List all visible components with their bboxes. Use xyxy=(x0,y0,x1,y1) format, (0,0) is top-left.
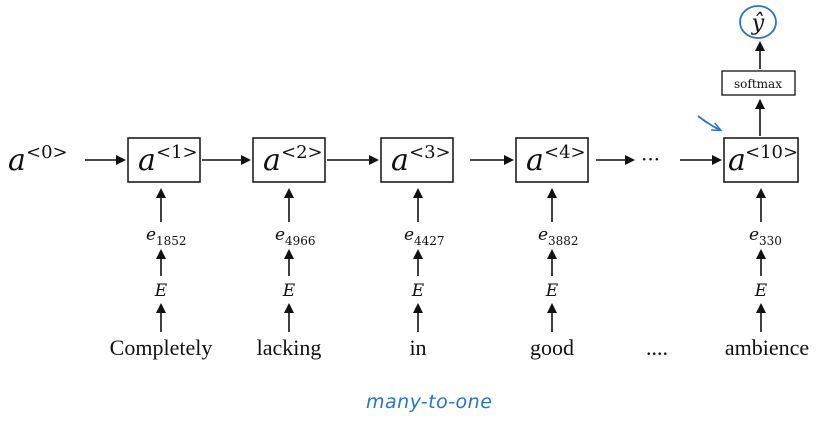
embedding-10: e 330 xyxy=(749,225,782,248)
pen-pointer-mark xyxy=(697,115,720,130)
embedding-10-subscript: 330 xyxy=(759,234,782,248)
embedding-1-base: e xyxy=(146,225,156,245)
embedding-4-base: e xyxy=(538,225,548,245)
cell-1-superscript: <1> xyxy=(156,142,198,163)
cell-3-base: a xyxy=(391,143,409,178)
embedding-3-base: e xyxy=(404,225,414,245)
embedding-2-subscript: 4966 xyxy=(285,234,316,248)
rnn-cell-1: a <1> xyxy=(127,137,201,183)
cell-1-base: a xyxy=(138,143,156,178)
embedding-matrix-10: E xyxy=(754,281,768,301)
cell-box-2 xyxy=(252,137,326,183)
initial-activation-base: a xyxy=(8,143,26,178)
words-ellipsis: .... xyxy=(646,335,668,360)
embedding-1-subscript: 1852 xyxy=(156,234,187,248)
word-1: Completely xyxy=(110,335,213,360)
initial-activation-superscript: <0> xyxy=(26,142,68,163)
output: ŷ xyxy=(739,5,777,39)
embedding-1: e 1852 xyxy=(146,225,187,248)
cell-box-1 xyxy=(127,137,201,183)
cell-2-base: a xyxy=(263,143,281,178)
embedding-matrix-4: E xyxy=(545,281,559,301)
rnn-cell-2: a <2> xyxy=(252,137,326,183)
rnn-cell-4: a <4> xyxy=(515,137,589,183)
embedding-4-subscript: 3882 xyxy=(548,234,579,248)
embedding-3: e 4427 xyxy=(404,225,445,248)
softmax-label: softmax xyxy=(734,77,782,91)
embedding-3-subscript: 4427 xyxy=(414,234,445,248)
rnn-cell-10: a <10> xyxy=(723,137,799,183)
output-circle xyxy=(739,5,777,39)
cells-ellipsis: ··· xyxy=(641,147,660,171)
cell-3-superscript: <3> xyxy=(409,142,451,163)
cell-box-10 xyxy=(723,137,799,183)
cell-box-3 xyxy=(380,137,454,183)
softmax-block: softmax xyxy=(721,70,796,96)
word-2: lacking xyxy=(257,335,322,360)
cell-4-superscript: <4> xyxy=(544,142,586,163)
embedding-matrix-3: E xyxy=(411,281,425,301)
word-3: in xyxy=(409,335,426,360)
rnn-cell-3: a <3> xyxy=(380,137,454,183)
initial-activation: a <0> xyxy=(8,142,68,178)
embedding-2: e 4966 xyxy=(275,225,316,248)
word-4: good xyxy=(530,335,574,360)
embedding-10-base: e xyxy=(749,225,759,245)
embedding-4: e 3882 xyxy=(538,225,579,248)
cell-box-4 xyxy=(515,137,589,183)
cell-2-superscript: <2> xyxy=(281,142,323,163)
word-10: ambience xyxy=(725,335,809,360)
embedding-2-base: e xyxy=(275,225,285,245)
embedding-matrix-2: E xyxy=(282,281,296,301)
many-to-one-annotation: many-to-one xyxy=(366,391,492,413)
softmax-box xyxy=(721,70,796,96)
output-y-hat: ŷ xyxy=(751,11,765,36)
cell-10-superscript: <10> xyxy=(745,142,798,163)
embedding-matrix-1: E xyxy=(154,281,168,301)
cell-4-base: a xyxy=(526,143,544,178)
cell-10-base: a xyxy=(728,143,746,178)
